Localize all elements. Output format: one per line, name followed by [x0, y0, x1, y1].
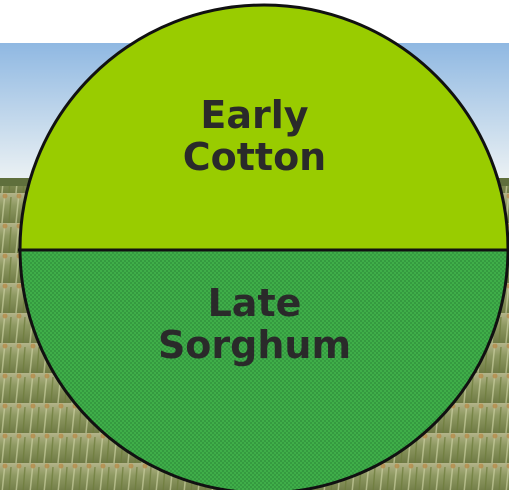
early-label-line1: Early [0, 95, 509, 137]
late-sorghum-label: Late Sorghum [0, 283, 509, 367]
early-label-line2: Cotton [0, 137, 509, 179]
late-label-line1: Late [0, 283, 509, 325]
early-cotton-label: Early Cotton [0, 95, 509, 179]
late-label-line2: Sorghum [0, 325, 509, 367]
